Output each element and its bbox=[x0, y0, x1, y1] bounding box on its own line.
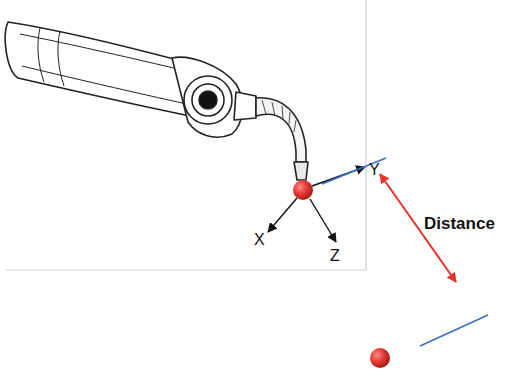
coordinate-axes bbox=[268, 167, 365, 242]
axis-label: Y bbox=[369, 162, 380, 178]
target-seam-line bbox=[420, 315, 488, 346]
axis-label: X bbox=[254, 232, 265, 248]
x-axis bbox=[268, 198, 297, 232]
axis-label: Z bbox=[330, 248, 340, 264]
seam-line bbox=[322, 158, 386, 184]
target-point bbox=[370, 348, 390, 368]
panel-border bbox=[6, 0, 366, 270]
tool-center-point bbox=[293, 180, 313, 200]
robot-arm bbox=[5, 22, 308, 180]
z-axis bbox=[310, 199, 336, 242]
dimension-label: Distance bbox=[424, 215, 495, 232]
